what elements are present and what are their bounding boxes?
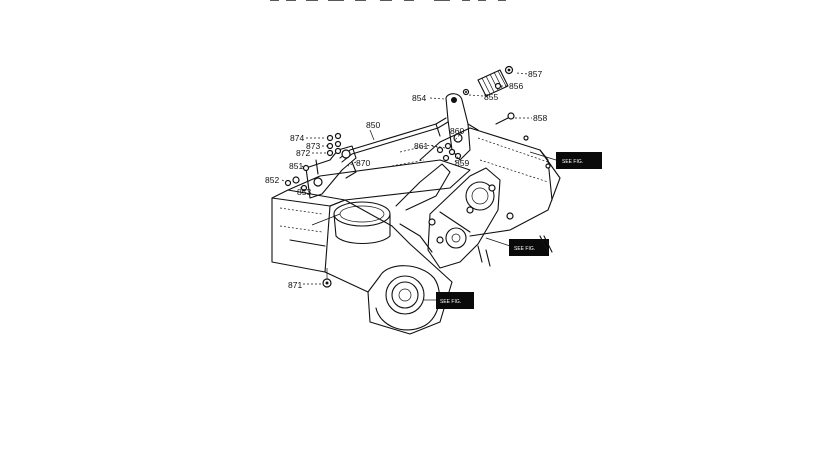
part-label-858: 858: [533, 113, 547, 123]
callout-right-middle: SEE FIG.: [509, 239, 549, 256]
part-label-855: 855: [484, 92, 498, 102]
left-hardware-stack: [284, 132, 342, 192]
part-label-857: 857: [528, 69, 542, 79]
part-label-852: 852: [265, 175, 279, 185]
part-label-873: 873: [306, 141, 320, 151]
bolt-858: [495, 112, 515, 125]
part-label-854: 854: [412, 93, 426, 103]
detail-marks: [477, 135, 553, 267]
part-label-860: 860: [450, 126, 464, 136]
auger-housing: [271, 127, 561, 335]
callout-lower: SEE FIG.: [436, 292, 474, 309]
callout-right-upper: SEE FIG.: [556, 152, 602, 169]
leader-lines: [281, 72, 557, 301]
part-label-850: 850: [366, 120, 380, 130]
callout-lower-text: SEE FIG.: [440, 299, 461, 305]
part-labels: 857 856 855 854 858 850 860 861 859 870 …: [265, 69, 547, 290]
part-label-853: 853: [297, 187, 311, 197]
control-rod: [339, 117, 449, 163]
part-label-872: 872: [296, 148, 310, 158]
part-label-870: 870: [356, 158, 370, 168]
part-label-874: 874: [290, 133, 304, 143]
drive-assembly: [391, 144, 501, 269]
left-bracket: [305, 145, 357, 199]
spring: [477, 69, 509, 97]
part-label-871: 871: [288, 280, 302, 290]
hardware-856-857: [462, 65, 514, 96]
callout-right-middle-text: SEE FIG.: [514, 246, 535, 252]
part-label-861: 861: [414, 141, 428, 151]
part-label-856: 856: [509, 81, 523, 91]
part-label-859: 859: [455, 158, 469, 168]
nut-871: [322, 268, 332, 288]
part-label-851: 851: [289, 161, 303, 171]
callout-right-upper-text: SEE FIG.: [562, 159, 583, 165]
